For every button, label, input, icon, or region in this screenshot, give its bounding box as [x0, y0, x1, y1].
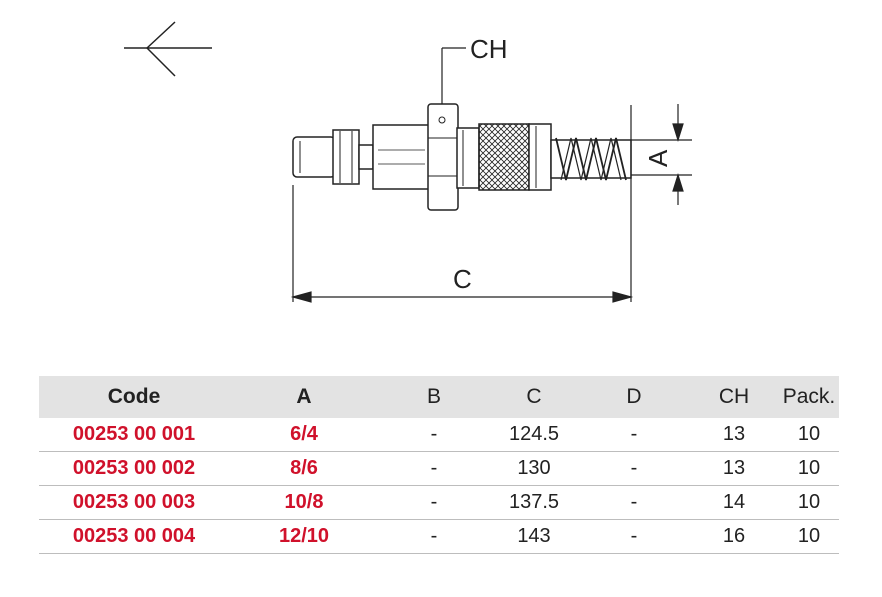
flow-direction-arrow-icon	[124, 21, 212, 77]
spec-table: Code A B C D CH Pack. 00253 00 001 6/4 -…	[39, 376, 839, 554]
technical-drawing: CH A C	[124, 21, 692, 303]
cell-d: -	[579, 519, 689, 554]
ch-leader-line	[441, 47, 466, 104]
header-d: D	[579, 376, 689, 418]
cell-code: 00253 00 001	[39, 418, 229, 452]
cell-a: 12/10	[229, 519, 379, 554]
cell-code: 00253 00 003	[39, 485, 229, 520]
cell-ch: 13	[689, 418, 779, 452]
header-ch: CH	[689, 376, 779, 418]
cell-b: -	[379, 451, 489, 486]
cell-code: 00253 00 002	[39, 451, 229, 486]
coupling-part	[292, 103, 632, 211]
cell-a: 8/6	[229, 451, 379, 486]
cell-code: 00253 00 004	[39, 519, 229, 554]
dimension-a	[631, 104, 692, 205]
cell-c: 137.5	[489, 485, 579, 520]
table-row: 00253 00 003 10/8 - 137.5 - 14 10	[39, 485, 839, 520]
cell-b: -	[379, 485, 489, 520]
cell-ch: 16	[689, 519, 779, 554]
cell-pack: 10	[779, 485, 839, 520]
cell-b: -	[379, 418, 489, 452]
header-c: C	[489, 376, 579, 418]
cell-pack: 10	[779, 519, 839, 554]
cell-pack: 10	[779, 451, 839, 486]
cell-d: -	[579, 451, 689, 486]
cell-d: -	[579, 485, 689, 520]
cell-c: 143	[489, 519, 579, 554]
table-header-row: Code A B C D CH Pack.	[39, 376, 839, 418]
cell-c: 130	[489, 451, 579, 486]
cell-ch: 13	[689, 451, 779, 486]
cell-d: -	[579, 418, 689, 452]
table-row: 00253 00 001 6/4 - 124.5 - 13 10	[39, 418, 839, 452]
header-pack: Pack.	[779, 376, 839, 418]
header-code: Code	[39, 376, 229, 418]
cell-a: 10/8	[229, 485, 379, 520]
cell-b: -	[379, 519, 489, 554]
table-row: 00253 00 004 12/10 - 143 - 16 10	[39, 519, 839, 554]
header-a: A	[229, 376, 379, 418]
cell-pack: 10	[779, 418, 839, 452]
cell-ch: 14	[689, 485, 779, 520]
dimension-c	[290, 105, 634, 303]
header-b: B	[379, 376, 489, 418]
cell-a: 6/4	[229, 418, 379, 452]
label-ch: CH	[470, 34, 508, 64]
label-a: A	[643, 149, 673, 167]
cell-c: 124.5	[489, 418, 579, 452]
label-c: C	[453, 264, 472, 294]
table-row: 00253 00 002 8/6 - 130 - 13 10	[39, 451, 839, 486]
